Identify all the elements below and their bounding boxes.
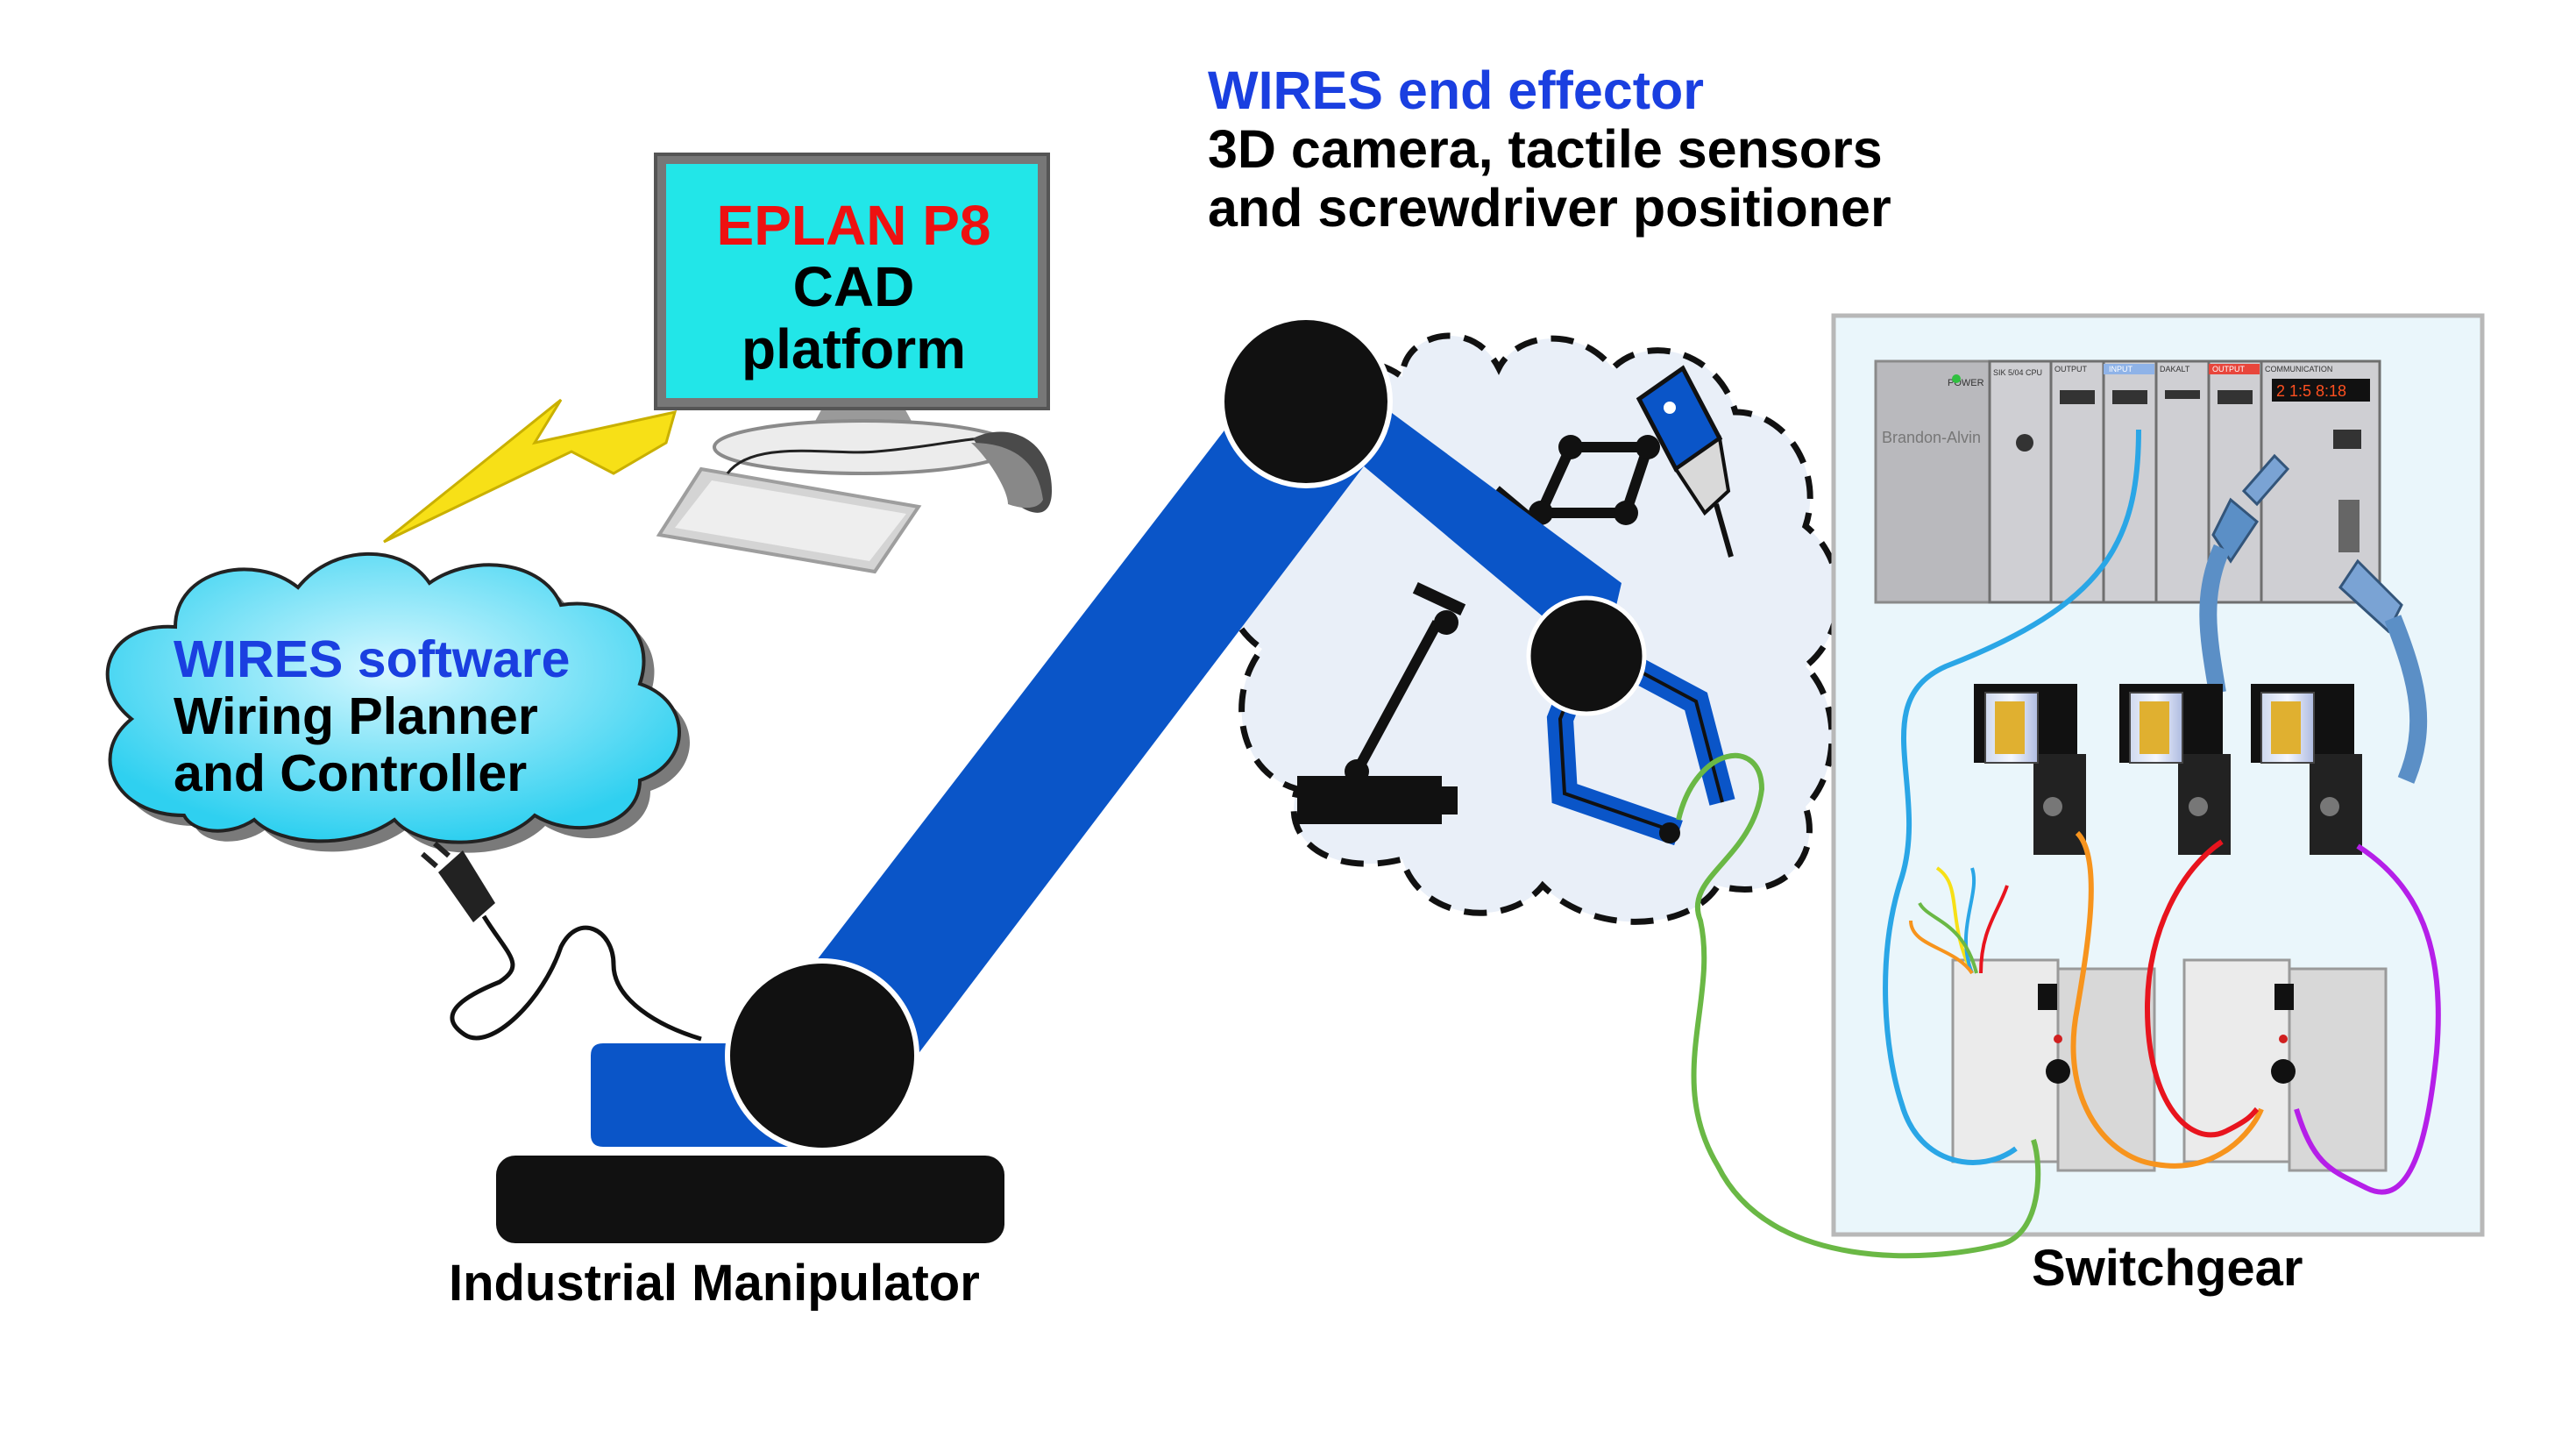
plc-output2-label: OUTPUT — [2212, 365, 2246, 373]
serial-connector-icon — [2338, 558, 2428, 784]
cad-line3: platform — [742, 317, 966, 381]
wire-green — [1676, 752, 2041, 1259]
cad-name: EPLAN P8 — [716, 194, 991, 257]
cad-line2: CAD — [792, 255, 915, 319]
relay-icon — [1974, 684, 2086, 855]
cloud-icon — [105, 551, 691, 853]
switchgear-label: Switchgear — [2032, 1240, 2303, 1297]
robot-elbow-joint — [1526, 595, 1647, 716]
camera-icon — [1297, 776, 1458, 824]
robot-arm-icon — [496, 315, 1735, 1243]
camera-arm — [1297, 581, 1466, 824]
monitor-base — [713, 419, 1014, 475]
plc-brand: Brandon-Alvin — [1882, 429, 1981, 446]
computer — [654, 153, 1052, 574]
mouse-icon — [971, 431, 1052, 513]
robot-lower-arm — [793, 381, 1372, 1063]
robot-shoulder-joint — [1219, 315, 1393, 488]
wire-cyan — [1883, 429, 2141, 1165]
software-label: WIRES software Wiring Planner and Contro… — [174, 631, 570, 802]
robot-base-joint — [725, 958, 919, 1153]
plc-input-label: INPUT — [2109, 365, 2133, 373]
robot-base — [496, 1156, 1004, 1243]
controller-unit-icon — [1951, 958, 2156, 1172]
plc-output-label: OUTPUT — [2054, 365, 2088, 373]
keyboard-icon — [656, 466, 922, 574]
power-plug-icon — [421, 841, 702, 1042]
software-line2: Wiring Planner — [174, 686, 538, 745]
plc-dataout-label: DAKALT — [2160, 365, 2190, 373]
lightning-bolt-icon — [383, 398, 678, 544]
screwdriver-icon — [1636, 365, 1734, 558]
manipulator-label: Industrial Manipulator — [449, 1255, 980, 1312]
end-effector-line3: and screwdriver positioner — [1208, 178, 1891, 238]
end-effector-line2: 3D camera, tactile sensors — [1208, 119, 1883, 180]
cad-platform-label: EPLAN P8 CAD platform — [664, 194, 1043, 381]
plc-comm-label: COMMUNICATION — [2265, 365, 2332, 373]
plc-rack-icon: 2 1:5 8:18 Brandon-Alvin POWER SIK 5/04 … — [1874, 359, 2381, 604]
plc-display-value: 2 1:5 8:18 — [2276, 382, 2346, 400]
controller-unit-icon — [2182, 958, 2388, 1172]
usb-connector-icon — [2199, 453, 2290, 694]
wire-orange — [2070, 830, 2264, 1169]
software-line3: and Controller — [174, 743, 528, 802]
end-effector-name: WIRES end effector — [1208, 60, 1705, 120]
loose-wires — [1909, 866, 2009, 975]
wire-purple — [2294, 843, 2441, 1195]
monitor-icon — [654, 153, 1050, 410]
end-effector-label: WIRES end effector 3D camera, tactile se… — [1208, 60, 1891, 238]
software-name: WIRES software — [174, 630, 571, 688]
relay-icon — [2251, 684, 2362, 855]
relay-icon — [2119, 684, 2231, 855]
wire-red — [2144, 839, 2260, 1138]
screwdriver-arm — [1491, 365, 1734, 558]
plc-cpu-label: SIK 5/04 CPU — [1993, 368, 2042, 377]
